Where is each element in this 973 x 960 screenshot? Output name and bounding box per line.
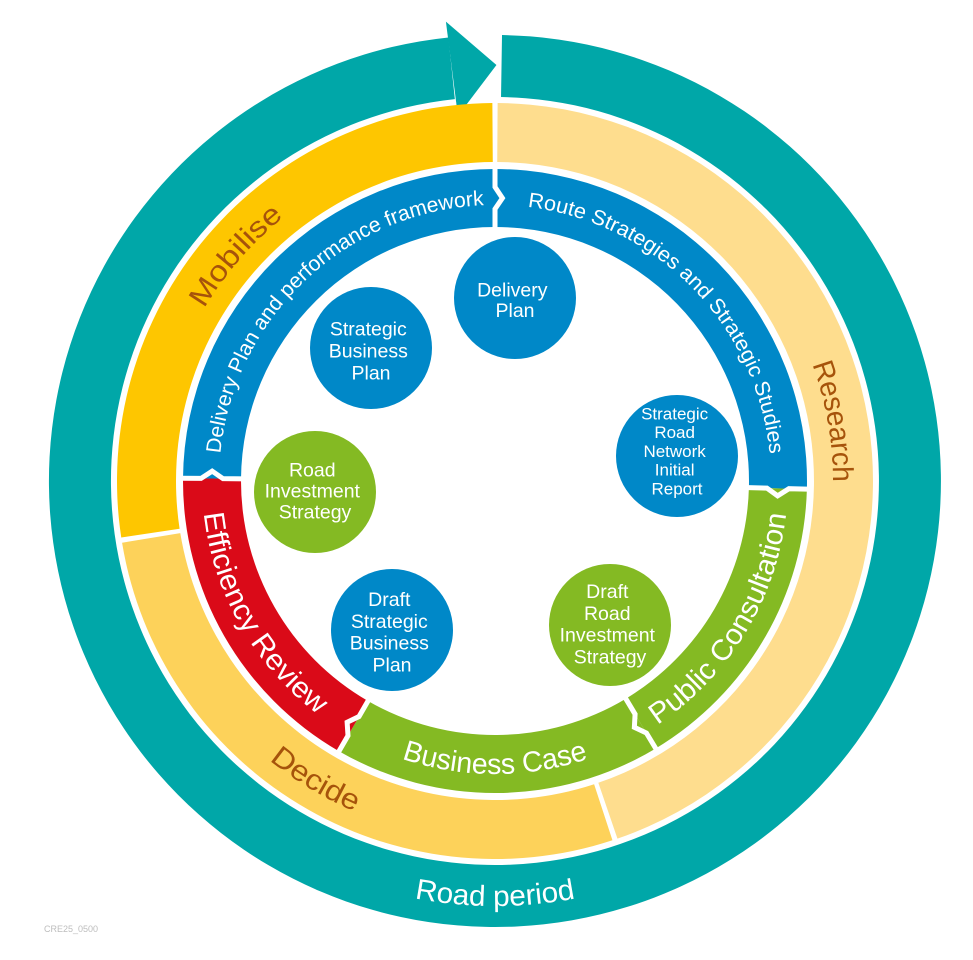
output-node-label: Road Investment Strategy [265,460,366,524]
output-node-draft-road-investment-strategy: Draft Road Investment Strategy [549,564,671,686]
output-node-line: Draft [586,581,629,603]
output-node-circle [454,237,576,359]
output-node-line: Investment [560,625,656,647]
chevron-arrow-icon [177,468,247,482]
output-node-line: Investment [265,481,361,503]
output-node-line: Road [584,603,631,625]
output-node-line: Road [654,423,695,442]
chevron-arrow-icon [334,695,373,757]
output-node-line: Business [350,633,429,655]
figure-reference-code: CRE25_0500 [44,924,98,934]
output-node-circle [616,395,738,517]
output-node-srn-initial-report: Strategic Road Network Initial Report [616,395,738,517]
output-node-draft-strategic-business-plan: Draft Strategic Business Plan [331,569,453,691]
output-node-circle [331,569,453,691]
output-node-line: Business [329,341,408,363]
process-segment-business-case [339,698,656,794]
output-node-line: Strategic [330,319,407,341]
output-node-circle [254,431,376,553]
process-segment-delivery-plan [183,169,495,479]
process-segment-efficiency-review [182,478,368,752]
output-node-delivery-plan: Delivery Plan [454,237,576,359]
output-node-label: Draft Road Investment Strategy [560,581,661,668]
road-period-ring: Road period [48,21,941,928]
output-node-line: Initial [655,461,695,480]
output-node-label: Strategic Business Plan [329,319,414,385]
process-segment-public-consultation [625,487,807,749]
cycle-arrow-icon [445,21,497,116]
chevron-arrow-icon [492,164,506,232]
phase-segment-mobilise [117,103,493,538]
output-node-line: Strategy [279,502,352,524]
output-node-line: Strategic [641,405,709,424]
phase-segment-decide [122,533,613,859]
output-node-line: Plan [372,654,411,676]
output-node-line: Draft [368,589,411,611]
output-node-line: Plan [351,363,390,385]
output-node-label: Strategic Road Network Initial Report [641,405,713,499]
output-node-label: Draft Strategic Business Plan [350,589,435,676]
output-node-line: Plan [495,300,534,322]
output-node-line: Strategy [574,646,647,668]
output-node-label: Delivery Plan [477,280,553,323]
output-node-line: Report [651,479,702,498]
chevron-arrow-icon [621,693,661,755]
output-node-road-investment-strategy: Road Investment Strategy [254,431,376,553]
chevron-arrow-icon [743,485,812,499]
output-node-strategic-business-plan: Strategic Business Plan [310,287,432,409]
output-node-line: Road [289,460,336,482]
output-node-circle [549,564,671,686]
phase-segment-research [497,103,873,839]
process-segment-route-strategies [495,169,807,490]
output-node-line: Strategic [351,611,428,633]
output-node-line: Network [643,442,706,461]
output-node-circle [310,287,432,409]
output-node-line: Delivery [477,280,548,302]
